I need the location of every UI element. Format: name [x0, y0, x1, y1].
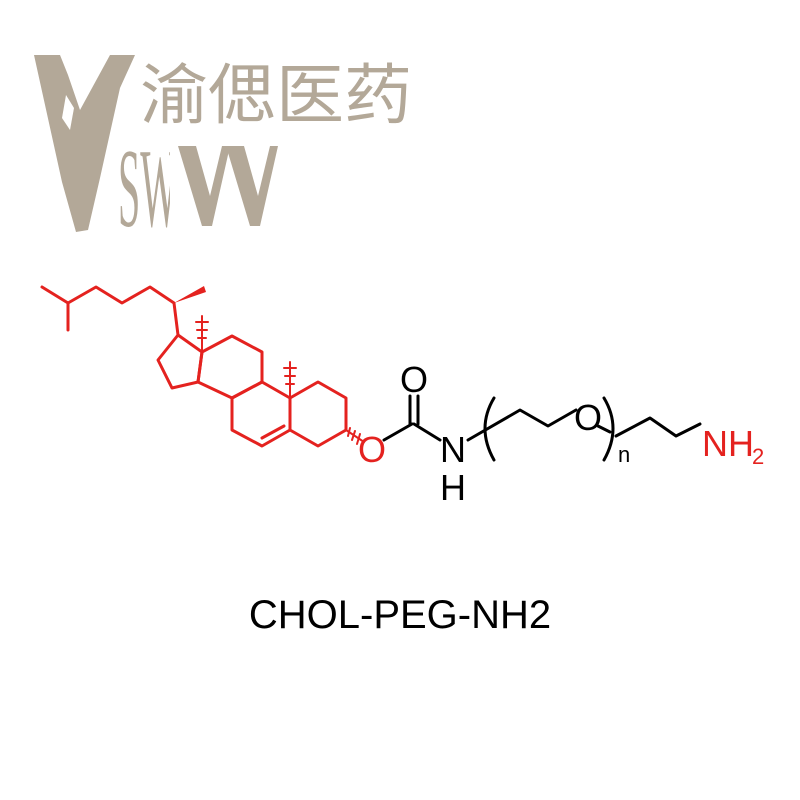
logo-v-notch — [62, 95, 74, 130]
peg-chain-right — [614, 416, 702, 438]
logo-letter-s: SW — [118, 127, 178, 251]
logo-v-mark — [34, 55, 135, 232]
product-name-caption: CHOL-PEG-NH2 — [249, 593, 551, 637]
ester-oxygen: O — [358, 429, 386, 470]
amine-group: NH — [702, 423, 754, 464]
peg-oxygen: O — [574, 397, 602, 438]
c3-hashed-bond — [345, 427, 365, 445]
logo-w-left — [178, 146, 230, 226]
carbonyl-oxygen: O — [400, 359, 428, 400]
amide-hydrogen: H — [440, 467, 466, 508]
angular-methyl-c10 — [283, 361, 297, 399]
ring-b-double-bond — [260, 424, 286, 440]
company-name-cn: 渝偲医药 — [140, 57, 412, 134]
side-chain-methyl-wedge — [174, 286, 206, 303]
ring-a — [288, 380, 348, 448]
linker-bonds — [382, 394, 702, 462]
peg-chain-left — [466, 408, 578, 442]
angular-methyl-c13 — [195, 315, 209, 353]
cholesterol-moiety — [40, 285, 365, 448]
ring-d — [156, 333, 204, 390]
o-to-carbonyl-bond — [382, 422, 414, 442]
peg-o-to-bracket — [596, 424, 612, 434]
company-logo: 渝偲医药 SW — [34, 55, 412, 251]
isooctyl-side-chain — [40, 285, 70, 332]
repeat-bracket-close — [602, 396, 615, 462]
logo-w-right — [226, 146, 278, 226]
carbonyl-to-n-bond — [412, 422, 442, 442]
repeat-subscript-n: n — [618, 442, 630, 467]
amine-subscript: 2 — [752, 444, 764, 469]
ring-b — [230, 380, 292, 448]
amide-nitrogen: N — [440, 429, 466, 470]
side-chain-main — [66, 285, 180, 337]
